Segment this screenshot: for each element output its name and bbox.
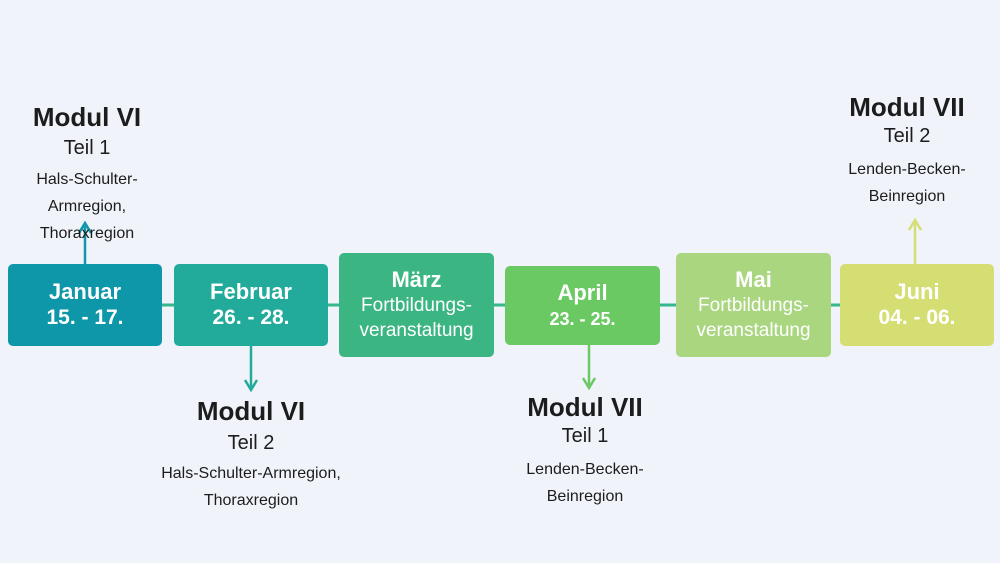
annotation-title: Modul VI [196, 396, 306, 426]
annotation-title: Modul VI [32, 102, 142, 132]
subtitle-line: veranstaltung [359, 320, 474, 341]
annotation-title: Modul VII [527, 392, 643, 422]
timeline-box-april: April 23. - 25. [505, 266, 660, 345]
month-label: Mai [735, 267, 772, 292]
month-label: März [391, 267, 442, 292]
arrow-down-icon [581, 377, 597, 391]
date-range: 04. - 06. [878, 306, 956, 329]
annotation-part: Teil 2 [883, 125, 931, 147]
month-label: April [557, 279, 608, 305]
arrow-up-icon [907, 217, 923, 231]
annotation-description-line: Thoraxregion [39, 225, 135, 242]
annotation-description-line: Beinregion [868, 188, 946, 205]
annotation-description-line: Hals-Schulter-Armregion, [161, 465, 341, 482]
annotation-part: Teil 1 [561, 425, 609, 447]
annotation-modul-vi-teil-2: Modul VI Teil 2 Hals-Schulter-Armregion,… [141, 396, 361, 514]
annotation-part: Teil 2 [227, 432, 275, 454]
annotation-modul-vi-teil-1: Modul VI Teil 1 Hals-Schulter-Armregion,… [0, 102, 174, 247]
subtitle-line: veranstaltung [696, 320, 811, 341]
date-range: 15. - 17. [46, 306, 124, 329]
subtitle-line: Fortbildungs- [698, 295, 809, 316]
annotation-modul-vii-teil-2: Modul VII Teil 2 Lenden-Becken- Beinregi… [812, 92, 1000, 210]
month-label: Januar [48, 279, 122, 304]
annotation-modul-vii-teil-1: Modul VII Teil 1 Lenden-Becken- Beinregi… [490, 392, 680, 510]
timeline-box-juni: Juni 04. - 06. [840, 264, 994, 346]
timeline-box-januar: Januar 15. - 17. [8, 264, 162, 346]
timeline-box-februar: Februar 26. - 28. [174, 264, 328, 346]
annotation-description-line: Lenden-Becken- [848, 161, 966, 178]
annotation-title: Modul VII [849, 92, 965, 122]
arrow-up-icon [77, 220, 93, 234]
timeline-box-maerz: März Fortbildungs- veranstaltung [339, 253, 494, 357]
month-label: Februar [210, 279, 292, 304]
arrow-down-icon [243, 379, 259, 393]
subtitle-line: Fortbildungs- [361, 295, 472, 316]
date-range: 23. - 25. [549, 308, 616, 329]
annotation-description-line: Lenden-Becken- [526, 461, 644, 478]
annotation-part: Teil 1 [63, 137, 111, 159]
date-range: 26. - 28. [212, 306, 290, 329]
month-label: Juni [894, 279, 940, 304]
annotation-description-line: Beinregion [546, 488, 624, 505]
annotation-description-line: Thoraxregion [203, 492, 299, 509]
annotation-description-line: Hals-Schulter-Armregion, [36, 171, 138, 215]
timeline-box-mai: Mai Fortbildungs- veranstaltung [676, 253, 831, 357]
